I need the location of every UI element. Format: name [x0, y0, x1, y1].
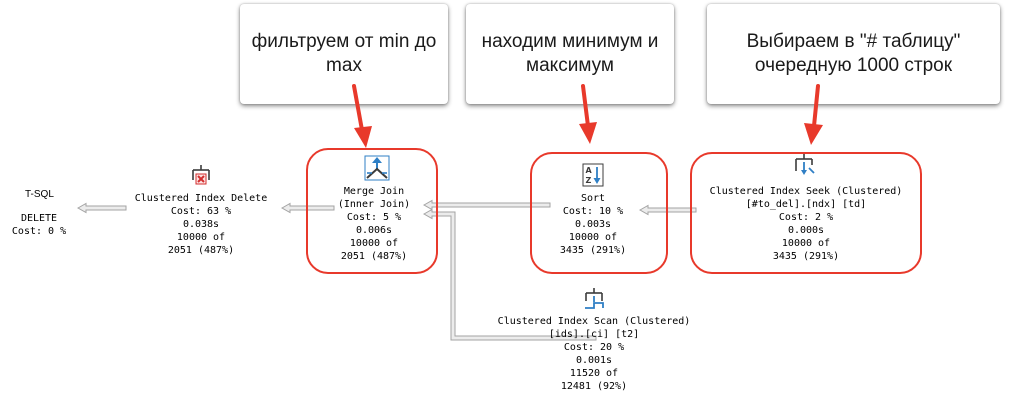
node-estimated-rows: 2051 (487%)	[167, 245, 235, 256]
callout-line: max	[326, 55, 362, 76]
node-time: 0.001s	[575, 355, 613, 366]
node-estimated-rows: 2051 (487%)	[340, 251, 408, 262]
node-object: [#to_del].[ndx] [td]	[745, 199, 867, 210]
connector-scan-to-merge	[422, 208, 597, 341]
callout-line: фильтруем от min до	[251, 31, 437, 52]
node-title: Clustered Index Scan (Clustered)	[497, 316, 691, 327]
clustered-index-delete-icon[interactable]	[189, 164, 213, 188]
node-estimated-rows: 3435 (291%)	[772, 251, 840, 262]
clustered-index-scan-icon[interactable]	[582, 287, 606, 311]
tsql-title: T-SQL	[25, 189, 54, 200]
node-cost: Cost: 63 %	[170, 206, 232, 217]
callout-min-max: находим минимум и максимум	[466, 4, 674, 104]
clustered-index-seek-node[interactable]: Clustered Index Seek (Clustered) [#to_de…	[688, 185, 924, 263]
node-title: Clustered Index Seek (Clustered)	[709, 186, 903, 197]
node-time: 0.003s	[574, 219, 612, 230]
highlight-index-seek	[690, 152, 922, 274]
tsql-statement: DELETE	[20, 213, 58, 224]
clustered-index-delete-node[interactable]: Clustered Index Delete Cost: 63 % 0.038s…	[112, 192, 290, 257]
connector-merge-to-delete	[280, 202, 335, 214]
red-arrow-filter	[352, 84, 372, 148]
tsql-cost: Cost: 0 %	[11, 226, 67, 237]
node-title: Sort	[580, 193, 606, 204]
callout-filter: фильтруем от min до max	[240, 4, 448, 104]
callout-line: Выбираем в "# таблицу"	[746, 31, 961, 52]
node-estimated-rows: 3435 (291%)	[559, 245, 627, 256]
node-actual-rows: 11520 of	[569, 368, 619, 379]
merge-join-icon[interactable]	[364, 155, 390, 181]
svg-text:A: A	[586, 166, 593, 175]
svg-text:Z: Z	[586, 176, 592, 185]
tsql-node[interactable]: DELETE Cost: 0 %	[8, 212, 70, 238]
callout-line: максимум	[526, 55, 614, 76]
highlight-merge-join	[306, 148, 438, 274]
node-actual-rows: 10000 of	[568, 232, 618, 243]
node-subtitle: (Inner Join)	[337, 199, 411, 210]
node-actual-rows: 10000 of	[349, 238, 399, 249]
node-time: 0.038s	[182, 219, 220, 230]
node-actual-rows: 10000 of	[781, 238, 831, 249]
clustered-index-seek-icon[interactable]	[792, 153, 816, 177]
callout-line: очередную 1000 строк	[754, 55, 953, 76]
merge-join-node[interactable]: Merge Join (Inner Join) Cost: 5 % 0.006s…	[318, 185, 430, 263]
connector-seek-to-sort	[638, 204, 697, 216]
node-time: 0.006s	[355, 225, 393, 236]
node-cost: Cost: 20 %	[563, 342, 625, 353]
sort-node[interactable]: Sort Cost: 10 % 0.003s 10000 of 3435 (29…	[543, 192, 643, 257]
connector-delete-to-tsql	[76, 202, 127, 214]
node-cost: Cost: 5 %	[346, 212, 402, 223]
node-time: 0.000s	[787, 225, 825, 236]
red-arrow-select-rows	[804, 84, 823, 145]
sort-icon[interactable]: A Z	[582, 163, 604, 187]
callout-select-rows: Выбираем в "# таблицу" очередную 1000 ст…	[707, 4, 1000, 104]
red-arrow-min-max	[579, 84, 597, 144]
node-cost: Cost: 10 %	[562, 206, 624, 217]
node-title: Clustered Index Delete	[134, 193, 268, 204]
highlight-sort	[530, 152, 668, 274]
node-cost: Cost: 2 %	[778, 212, 834, 223]
clustered-index-scan-node[interactable]: Clustered Index Scan (Clustered) [ids].[…	[480, 315, 708, 393]
node-actual-rows: 10000 of	[176, 232, 226, 243]
node-object: [ids].[ci] [t2]	[548, 329, 640, 340]
node-estimated-rows: 12481 (92%)	[560, 381, 628, 392]
callout-line: находим минимум и	[481, 31, 659, 52]
node-title: Merge Join	[343, 186, 405, 197]
